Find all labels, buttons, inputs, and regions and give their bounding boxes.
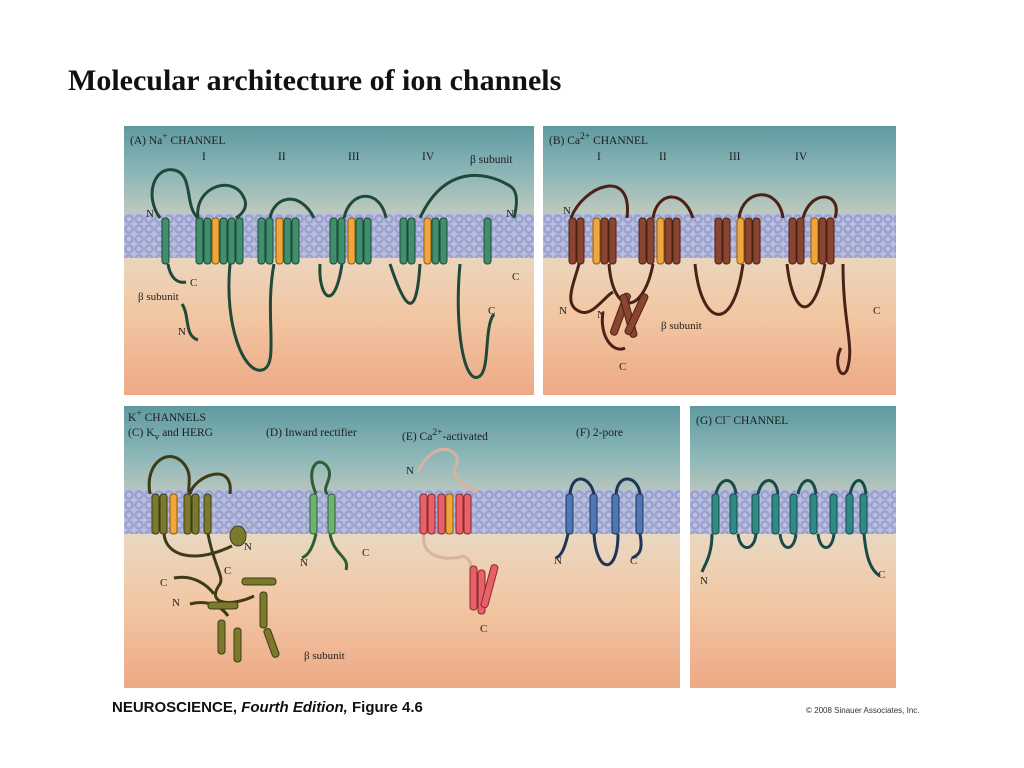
c-terminal: C xyxy=(630,555,638,567)
twopore-loops xyxy=(555,477,643,567)
n-terminal: N xyxy=(563,205,571,217)
subpanel-c-label: (C) Kv and HERG xyxy=(128,427,213,443)
panel-heading: (B) Ca2+ CHANNEL xyxy=(549,131,649,147)
subpanel-e-label: (E) Ca2+-activated xyxy=(402,427,488,443)
panel-k-channels: K+ CHANNELS (C) Kv and HERG (D) Inward r… xyxy=(124,406,680,688)
kca-helices xyxy=(419,493,499,615)
membrane xyxy=(124,490,680,534)
n-terminal: N xyxy=(172,597,180,609)
cl-loops xyxy=(700,479,881,578)
beta-subunit-label: β subunit xyxy=(304,650,345,662)
ca-channel-diagram xyxy=(568,184,852,376)
c-terminal: C xyxy=(512,271,520,283)
figure-caption: NEUROSCIENCE, Fourth Edition, Figure 4.6 xyxy=(112,699,423,716)
n-terminal: N xyxy=(506,208,514,220)
cl-helices xyxy=(711,493,868,535)
panel-cl-channel: (G) Cl– CHANNEL N C xyxy=(690,406,896,688)
beta-subunit-label: β subunit xyxy=(661,320,702,332)
subpanel-d-label: (D) Inward rectifier xyxy=(266,427,357,439)
n-terminal: N xyxy=(146,208,154,220)
domain-label: II xyxy=(659,151,667,163)
ca-pore-helices xyxy=(592,217,819,265)
c-terminal: C xyxy=(224,565,232,577)
na-loops xyxy=(150,168,518,379)
na-pore-helices xyxy=(211,217,432,265)
na-channel-diagram xyxy=(150,168,518,379)
c-terminal: C xyxy=(619,361,627,373)
n-terminal: N xyxy=(554,555,562,567)
ca-loops xyxy=(569,184,852,376)
panel-heading: (G) Cl– CHANNEL xyxy=(696,411,789,427)
panel-heading: (A) Na+ CHANNEL xyxy=(130,131,226,147)
c-terminal: C xyxy=(878,569,886,581)
n-terminal: N xyxy=(559,305,567,317)
book-title: NEUROSCIENCE, xyxy=(112,699,238,716)
k-channels-diagram xyxy=(147,448,644,663)
twopore-helices xyxy=(565,493,644,535)
figure-number: Figure 4.6 xyxy=(352,699,423,716)
n-terminal: N xyxy=(700,575,708,587)
c-terminal: C xyxy=(160,577,168,589)
n-terminal: N xyxy=(300,557,308,569)
domain-label: IV xyxy=(795,151,808,163)
c-terminal: C xyxy=(873,305,881,317)
n-terminal: N xyxy=(244,541,252,553)
membrane xyxy=(124,214,534,258)
domain-label: IV xyxy=(422,151,435,163)
edition: Fourth Edition, xyxy=(241,699,348,716)
panel-heading: K+ CHANNELS xyxy=(128,408,206,424)
n-terminal: N xyxy=(406,465,414,477)
ir-loops xyxy=(301,460,349,571)
n-terminal: N xyxy=(178,326,186,338)
cl-channel-diagram xyxy=(700,479,881,578)
domain-label: II xyxy=(278,151,286,163)
n-terminal: N xyxy=(597,309,605,321)
kv-helices xyxy=(151,493,280,663)
domain-label: I xyxy=(202,151,206,163)
copyright: © 2008 Sinauer Associates, Inc. xyxy=(806,706,920,715)
ir-helices xyxy=(309,493,336,535)
domain-label: III xyxy=(729,151,741,163)
beta-subunit-label: β subunit xyxy=(138,291,179,303)
slide-title: Molecular architecture of ion channels xyxy=(68,64,562,97)
kca-pore-helices xyxy=(445,493,454,535)
domain-label: I xyxy=(597,151,601,163)
panel-ca-channel: (B) Ca2+ CHANNEL I II III IV N N N C C β… xyxy=(543,126,896,395)
domain-label: III xyxy=(348,151,360,163)
beta-subunit-label: β subunit xyxy=(470,154,513,166)
panel-na-channel: (A) Na+ CHANNEL I II III IV β subunit β … xyxy=(124,126,534,395)
kv-loops xyxy=(147,455,255,617)
c-terminal: C xyxy=(480,623,488,635)
c-terminal: C xyxy=(488,305,496,317)
ca-helices xyxy=(568,217,835,338)
c-terminal: C xyxy=(190,277,198,289)
subpanel-f-label: (F) 2-pore xyxy=(576,427,623,439)
na-helices xyxy=(161,217,492,265)
kv-pore-helices xyxy=(169,493,178,535)
c-terminal: C xyxy=(362,547,370,559)
